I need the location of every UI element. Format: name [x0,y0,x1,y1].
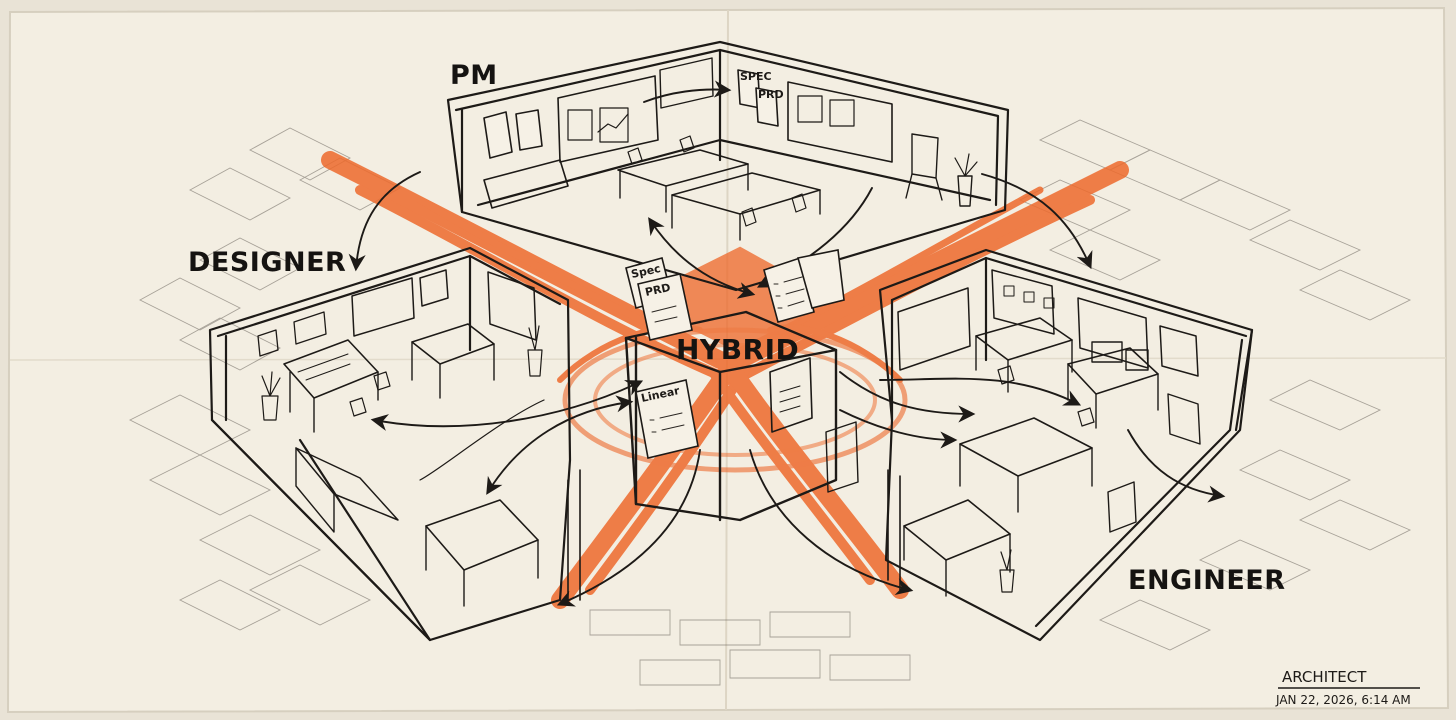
signature-title: ARCHITECT [1282,668,1367,686]
floor-grid [128,119,1412,686]
hybrid-highlight [321,151,1129,609]
architect-signature: ARCHITECT JAN 22, 2026, 6:14 AM [1275,668,1420,707]
spec-doc-label: Spec [630,262,662,281]
whiteboard-spec-label: SPEC [740,70,772,83]
designer-room [208,246,572,642]
pm-room [446,40,1010,292]
prd-doc-label: PRD [644,281,672,299]
linear-document: Linear [635,379,699,459]
engineer-room [878,248,1254,642]
prd-document: PRD [637,273,693,341]
hybrid-zone-label: HYBRID [676,333,799,366]
signature-date: JAN 22, 2026, 6:14 AM [1275,693,1411,707]
designer-zone-label: DESIGNER [188,247,346,278]
pm-zone-label: PM [450,60,498,91]
engineer-zone-label: ENGINEER [1128,565,1286,596]
flow-arrows [348,80,1226,607]
whiteboard-prd-label: PRD [758,88,784,101]
checklist-documents [763,249,845,323]
